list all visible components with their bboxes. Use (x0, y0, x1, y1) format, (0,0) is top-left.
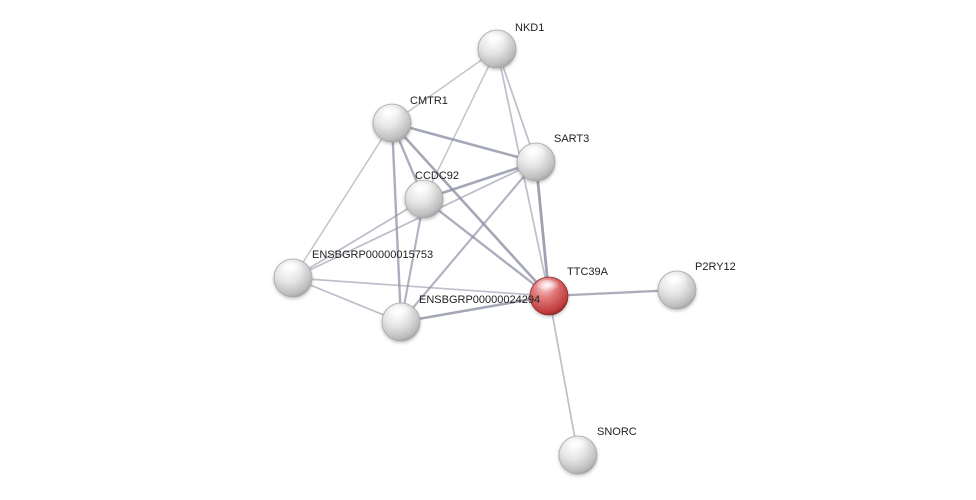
node-highlight (280, 262, 304, 276)
node-label: ENSBGRP00000024294 (419, 294, 540, 306)
edge-ttc39a-snorc (548, 295, 579, 456)
node-ttc39a[interactable]: TTC39A (529, 266, 609, 316)
edge-ccdc92-ensbgrp00000024294 (399, 197, 426, 324)
node-p2ry12[interactable]: P2RY12 (657, 261, 736, 310)
edge-ccdc92-ttc39a (422, 197, 551, 298)
node-label: P2RY12 (695, 261, 736, 273)
edge-nkd1-cmtr1 (391, 48, 498, 124)
node-ensbgrp00000015753[interactable]: ENSBGRP00000015753 (273, 249, 433, 298)
node-highlight (379, 107, 403, 121)
nodes-layer: NKD1CMTR1SART3CCDC92ENSBGRP00000015753TT… (273, 22, 736, 475)
node-snorc[interactable]: SNORC (558, 426, 637, 475)
node-highlight (388, 306, 412, 320)
node-highlight (484, 33, 508, 47)
node-label: CCDC92 (415, 170, 459, 182)
edge-ensbgrp00000024294-ttc39a (399, 294, 551, 324)
node-label: NKD1 (515, 22, 544, 34)
node-label: SART3 (554, 133, 589, 145)
edge-cmtr1-ensbgrp00000024294 (390, 121, 403, 324)
edge-cmtr1-ensbgrp00000015753 (292, 122, 393, 279)
edge-nkd1-ccdc92 (423, 48, 498, 200)
node-label: SNORC (597, 426, 637, 438)
edge-nkd1-sart3 (496, 48, 537, 163)
edge-sart3-ensbgrp00000015753 (292, 161, 537, 279)
edge-ttc39a-p2ry12 (547, 288, 679, 298)
node-sart3[interactable]: SART3 (516, 133, 589, 182)
edge-sart3-ensbgrp00000024294 (399, 160, 538, 324)
node-highlight (565, 439, 589, 453)
edge-ensbgrp00000015753-ensbgrp00000024294 (292, 277, 402, 323)
edge-sart3-ttc39a (534, 160, 551, 298)
edge-cmtr1-ttc39a (390, 121, 551, 298)
edge-ensbgrp00000015753-ttc39a (292, 277, 550, 297)
node-nkd1[interactable]: NKD1 (477, 22, 544, 69)
node-ensbgrp00000024294[interactable]: ENSBGRP00000024294 (381, 294, 540, 342)
node-highlight (523, 146, 547, 160)
node-highlight (664, 274, 688, 288)
node-label: CMTR1 (410, 95, 448, 107)
node-ccdc92[interactable]: CCDC92 (404, 170, 459, 219)
edge-sart3-ccdc92 (422, 160, 538, 201)
node-cmtr1[interactable]: CMTR1 (372, 95, 448, 143)
edge-ccdc92-ensbgrp00000015753 (292, 198, 425, 279)
node-highlight (536, 280, 560, 294)
node-highlight (411, 183, 435, 197)
node-label: ENSBGRP00000015753 (312, 249, 433, 261)
node-label: TTC39A (567, 266, 609, 278)
edge-cmtr1-sart3 (390, 121, 538, 164)
